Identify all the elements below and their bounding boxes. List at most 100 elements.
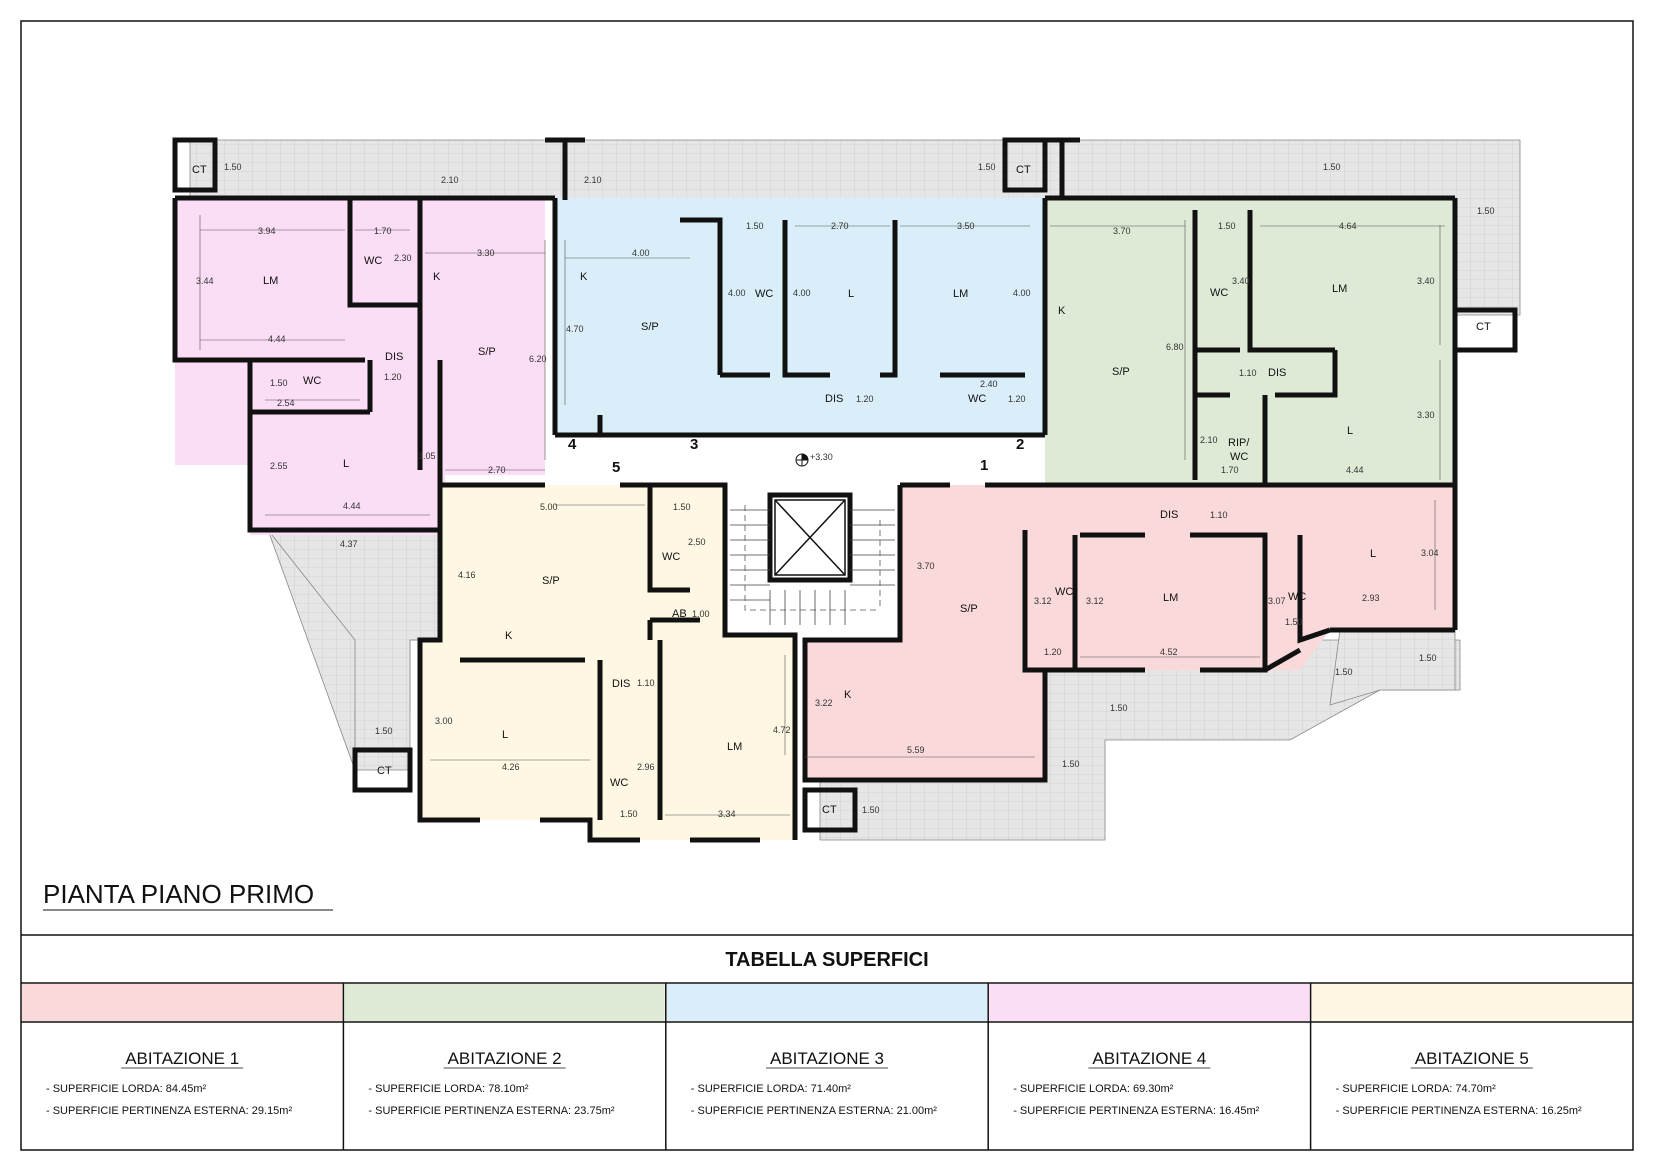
dimension-label: 1.50 (673, 502, 691, 512)
unit-color-swatch (989, 984, 1310, 1021)
entrance-1: 1 (980, 457, 988, 474)
ct-label: CT (192, 164, 207, 176)
unit-outdoor-area: - SUPERFICIE PERTINENZA ESTERNA: 23.75m² (368, 1105, 614, 1117)
unit-4-fill (175, 198, 545, 535)
dimension-label: 4.44 (1346, 465, 1364, 475)
dimension-label: 2.50 (688, 537, 706, 547)
ct-label: CT (1476, 321, 1491, 333)
room-label: DIS (385, 351, 403, 363)
room-label: K (844, 689, 852, 701)
dimension-label: 1.20 (1044, 647, 1062, 657)
unit-outdoor-area: - SUPERFICIE PERTINENZA ESTERNA: 16.45m² (1013, 1105, 1259, 1117)
dimension-label: 3.05 (418, 451, 436, 461)
dimension-label: 1.50 (375, 726, 393, 736)
unit-outdoor-area: - SUPERFICIE PERTINENZA ESTERNA: 16.25m² (1336, 1105, 1582, 1117)
entrance-2: 2 (1016, 436, 1024, 453)
dimension-label: 1.10 (1210, 510, 1228, 520)
elevation-marker: +3.30 (795, 452, 833, 467)
unit-gross-area: - SUPERFICIE LORDA: 78.10m² (368, 1083, 528, 1095)
dimension-label: 6.80 (1166, 342, 1184, 352)
staircase (730, 499, 895, 625)
unit-name: ABITAZIONE 4 (1092, 1049, 1206, 1068)
dimension-label: 2.96 (637, 762, 655, 772)
dimension-label: 3.94 (258, 226, 276, 236)
ct-labels: CT CT CT CT CT (192, 164, 1491, 816)
dimension-label: 4.00 (632, 248, 650, 258)
room-label: S/P (542, 575, 560, 587)
room-label: WC (968, 393, 986, 405)
dimension-label: 3.22 (815, 698, 833, 708)
dimension-label: 4.44 (343, 501, 361, 511)
dimension-label: 1.70 (374, 226, 392, 236)
dimension-label: 3.44 (196, 276, 214, 286)
dimension-label: 3.40 (1417, 276, 1435, 286)
room-label: LM (727, 741, 742, 753)
dimension-label: 2.55 (270, 461, 288, 471)
room-label: WC (1210, 287, 1228, 299)
dimension-label: 1.50 (1419, 653, 1437, 663)
room-label: WC (610, 777, 628, 789)
unit-color-swatch (666, 984, 988, 1021)
dimension-label: 4.52 (1160, 647, 1178, 657)
dimension-label: 4.70 (566, 324, 584, 334)
room-label: WC (1055, 586, 1073, 598)
dimension-label: 4.37 (340, 539, 358, 549)
dimension-label: 3.12 (1034, 596, 1052, 606)
room-label: S/P (960, 603, 978, 615)
entrance-3: 3 (690, 436, 698, 453)
room-label: AB (672, 608, 687, 620)
dimension-label: 1.50 (1110, 703, 1128, 713)
dimension-label: 1.50 (746, 221, 764, 231)
room-label: WC (755, 288, 773, 300)
unit-gross-area: - SUPERFICIE LORDA: 69.30m² (1013, 1083, 1173, 1095)
dimension-label: 4.26 (502, 762, 520, 772)
unit-name: ABITAZIONE 2 (448, 1049, 562, 1068)
unit-outdoor-area: - SUPERFICIE PERTINENZA ESTERNA: 21.00m² (691, 1105, 937, 1117)
dimension-label: 3.04 (1421, 548, 1439, 558)
unit-gross-area: - SUPERFICIE LORDA: 84.45m² (46, 1083, 206, 1095)
dimension-label: 1.50 (1477, 206, 1495, 216)
walls (172, 137, 1518, 843)
dimension-label: 1.50 (1285, 617, 1303, 627)
dimension-label: 6.20 (529, 354, 547, 364)
dimension-label: 3.30 (477, 248, 495, 258)
dimension-label: 1.50 (1323, 162, 1341, 172)
dimension-label: 2.93 (1362, 593, 1380, 603)
dimension-label: 2.10 (1200, 435, 1218, 445)
dimension-lines (199, 215, 1445, 816)
dimension-label: 3.70 (917, 561, 935, 571)
dimension-label: 3.50 (957, 221, 975, 231)
unit-name: ABITAZIONE 1 (125, 1049, 239, 1068)
unit-outdoor-area: - SUPERFICIE PERTINENZA ESTERNA: 29.15m² (46, 1105, 292, 1117)
unit-color-swatch (344, 984, 665, 1021)
unit-name: ABITAZIONE 5 (1415, 1049, 1529, 1068)
room-label: L (1370, 548, 1376, 560)
room-label: LM (263, 275, 278, 287)
dimension-label: 1.50 (862, 805, 880, 815)
ct-label: CT (822, 804, 837, 816)
terraces (189, 139, 1521, 841)
room-label: S/P (1112, 366, 1130, 378)
dimension-label: 4.44 (268, 334, 286, 344)
room-label: S/P (641, 321, 659, 333)
dimension-label: 1.50 (978, 162, 996, 172)
dimension-label: 4.16 (458, 570, 476, 580)
dimension-label: 4.64 (1339, 221, 1357, 231)
room-label: LM (953, 288, 968, 300)
room-label: K (505, 630, 513, 642)
room-label: L (343, 458, 349, 470)
elevation-label: +3.30 (810, 452, 833, 462)
unit-gross-area: - SUPERFICIE LORDA: 71.40m² (691, 1083, 851, 1095)
room-label: DIS (1268, 367, 1286, 379)
dimension-labels: 1.50 2.10 2.10 1.50 1.50 1.50 3.94 1.70 … (196, 162, 1495, 819)
room-label: L (1347, 425, 1353, 437)
dimension-label: 2.10 (584, 175, 602, 185)
sheet-frame (20, 20, 1634, 1151)
dimension-label: 3.70 (1113, 226, 1131, 236)
dimension-label: 1.50 (1218, 221, 1236, 231)
drawing-title: PIANTA PIANO PRIMO (43, 879, 314, 909)
unit-5-fill (420, 485, 795, 840)
dimension-label: 1.20 (384, 372, 402, 382)
dimension-label: 2.54 (277, 398, 295, 408)
dimension-label: 1.50 (270, 378, 288, 388)
